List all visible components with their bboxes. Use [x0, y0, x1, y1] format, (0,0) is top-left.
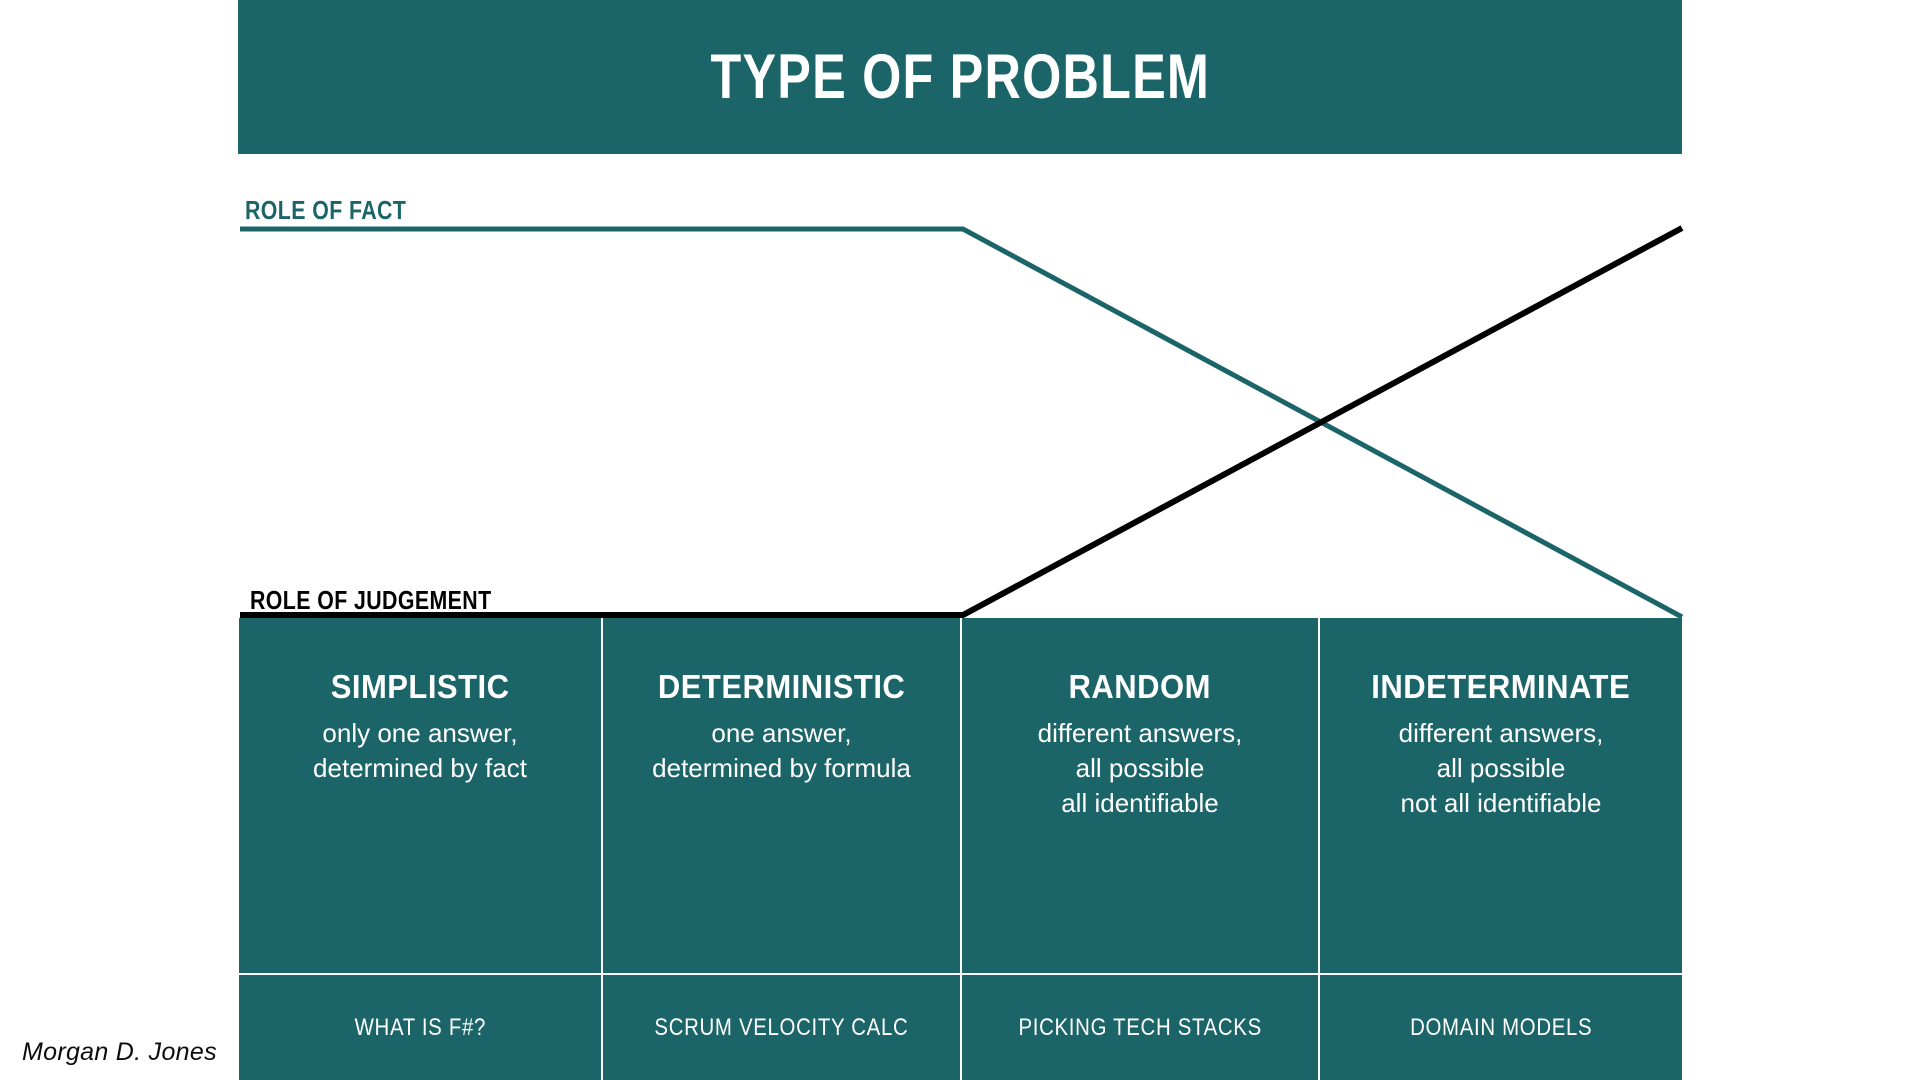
problem-type-matrix: SIMPLISTIC only one answer, determined b… — [239, 618, 1682, 1080]
matrix-cell-indeterminate[interactable]: INDETERMINATE different answers, all pos… — [1318, 618, 1682, 974]
cell-desc-line: determined by formula — [652, 753, 911, 784]
example-cell-simplistic[interactable]: WHAT IS F#? — [239, 975, 601, 1080]
cell-title: SIMPLISTIC — [330, 668, 510, 705]
cell-desc-line: different answers, — [1037, 717, 1243, 748]
header-band: TYPE OF PROBLEM — [238, 0, 1682, 154]
example-label: PICKING TECH STACKS — [1018, 1013, 1262, 1041]
example-cell-deterministic[interactable]: SCRUM VELOCITY CALC — [601, 975, 960, 1080]
cell-desc-line: all possible — [1436, 753, 1566, 784]
example-label: DOMAIN MODELS — [1409, 1013, 1593, 1041]
matrix-cell-deterministic[interactable]: DETERMINISTIC one answer, determined by … — [601, 618, 960, 974]
matrix-row-examples: WHAT IS F#? SCRUM VELOCITY CALC PICKING … — [239, 973, 1682, 1080]
role-of-fact-line — [240, 226, 1684, 620]
cell-desc-line: all identifiable — [1061, 788, 1219, 819]
author-credit: Morgan D. Jones — [22, 1038, 217, 1066]
matrix-cell-simplistic[interactable]: SIMPLISTIC only one answer, determined b… — [239, 618, 601, 974]
example-cell-indeterminate[interactable]: DOMAIN MODELS — [1318, 975, 1682, 1080]
example-cell-random[interactable]: PICKING TECH STACKS — [960, 975, 1318, 1080]
cell-title: RANDOM — [1068, 668, 1212, 705]
cell-desc-line: different answers, — [1398, 717, 1604, 748]
cell-desc-line: one answer, — [711, 717, 852, 748]
cell-title: DETERMINISTIC — [657, 668, 906, 705]
cell-desc-line: only one answer, — [322, 717, 518, 748]
cell-desc-line: determined by fact — [313, 753, 527, 784]
example-label: WHAT IS F#? — [354, 1013, 486, 1041]
example-label: SCRUM VELOCITY CALC — [654, 1013, 909, 1041]
matrix-cell-random[interactable]: RANDOM different answers, all possible a… — [960, 618, 1318, 974]
cell-title: INDETERMINATE — [1371, 668, 1631, 705]
role-of-judgement-line — [240, 225, 1684, 618]
cell-desc-line: all possible — [1075, 753, 1205, 784]
axis-label-role-of-fact: ROLE OF FACT — [245, 195, 407, 225]
page-title: TYPE OF PROBLEM — [710, 41, 1210, 112]
matrix-row-definitions: SIMPLISTIC only one answer, determined b… — [239, 618, 1682, 974]
axis-label-role-of-judgement: ROLE OF JUDGEMENT — [250, 585, 492, 615]
cell-desc-line: not all identifiable — [1400, 788, 1602, 819]
